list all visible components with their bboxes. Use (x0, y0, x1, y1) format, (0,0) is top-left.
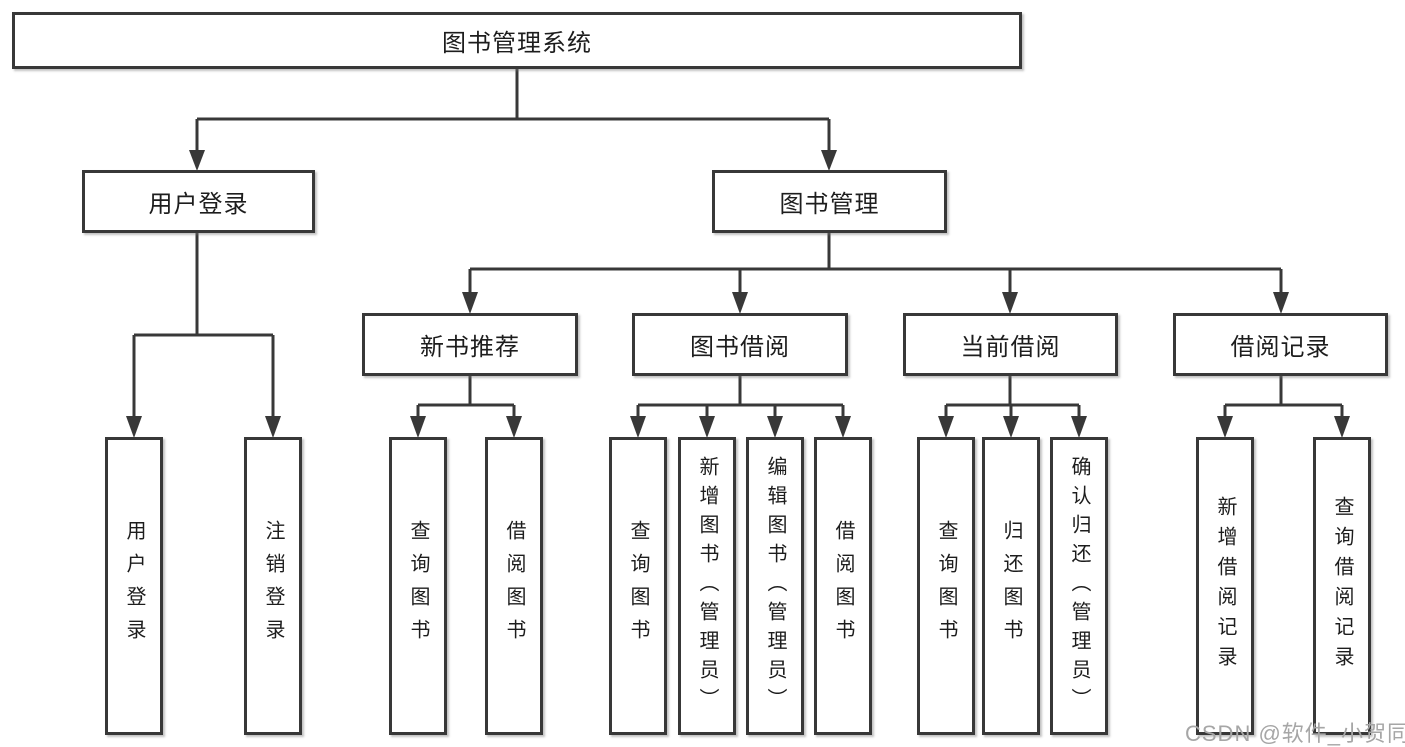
node-book-management: 图书管理 (712, 170, 947, 233)
arrowhead (699, 416, 715, 438)
leaf-edit-book-admin: 编辑图书（管理员） (746, 437, 804, 735)
leaf-query-books-recommend: 查询图书 (389, 437, 447, 735)
arrowhead (506, 416, 522, 438)
leaf-borrow-books-borrowing: 借阅图书 (814, 437, 872, 735)
node-new-book-recommendation: 新书推荐 (362, 313, 578, 376)
leaf-query-books-borrowing-label: 查询图书 (627, 520, 649, 652)
node-current-borrowing-label: 当前借阅 (960, 334, 1061, 361)
arrowhead (126, 416, 142, 438)
node-book-borrowing: 图书借阅 (632, 313, 848, 376)
leaf-logout: 注销登录 (244, 437, 302, 735)
arrowhead (732, 292, 748, 314)
arrowhead (1273, 292, 1289, 314)
branch-book-management (462, 233, 1289, 314)
leaf-query-books-current: 查询图书 (917, 437, 975, 735)
node-user-login-label: 用户登录 (148, 191, 249, 218)
leaf-add-borrow-record-label: 新增借阅记录 (1214, 496, 1236, 676)
leaf-user-login-label: 用户登录 (123, 520, 145, 652)
arrowhead (1003, 416, 1019, 438)
node-user-login: 用户登录 (82, 170, 315, 233)
branch-root-to-level2 (189, 69, 837, 171)
arrowhead (835, 416, 851, 438)
branch-book-borrowing (630, 376, 851, 438)
leaf-borrow-books-recommend-label: 借阅图书 (503, 520, 525, 652)
leaf-query-books-current-label: 查询图书 (935, 520, 957, 652)
node-root: 图书管理系统 (12, 12, 1022, 69)
leaf-query-borrow-record-label: 查询借阅记录 (1331, 496, 1353, 676)
leaf-return-books: 归还图书 (982, 437, 1040, 735)
arrowhead (265, 416, 281, 438)
leaf-query-books-recommend-label: 查询图书 (407, 520, 429, 652)
arrowhead (938, 416, 954, 438)
leaf-borrow-books-borrowing-label: 借阅图书 (832, 520, 854, 652)
leaf-confirm-return-admin-label: 确认归还（管理员） (1068, 455, 1090, 717)
node-book-management-label: 图书管理 (779, 191, 880, 218)
leaf-edit-book-admin-label: 编辑图书（管理员） (764, 455, 786, 717)
node-current-borrowing: 当前借阅 (903, 313, 1118, 376)
leaf-add-borrow-record: 新增借阅记录 (1196, 437, 1254, 735)
branch-current-borrowing (938, 376, 1087, 438)
leaf-return-books-label: 归还图书 (1000, 520, 1022, 652)
node-new-book-recommendation-label: 新书推荐 (420, 334, 520, 361)
node-root-label: 图书管理系统 (442, 30, 592, 57)
leaf-add-book-admin-label: 新增图书（管理员） (696, 455, 718, 717)
branch-new-book-recommendation (410, 376, 522, 438)
arrowhead (410, 416, 426, 438)
branch-user-login (126, 233, 281, 438)
arrowhead (1002, 292, 1018, 314)
branch-borrowing-records (1217, 376, 1350, 438)
arrowhead (821, 150, 837, 171)
node-book-borrowing-label: 图书借阅 (690, 334, 790, 361)
arrowhead (1071, 416, 1087, 438)
node-borrowing-records: 借阅记录 (1173, 313, 1388, 376)
leaf-confirm-return-admin: 确认归还（管理员） (1050, 437, 1108, 735)
arrowhead (189, 150, 205, 171)
node-borrowing-records-label: 借阅记录 (1230, 334, 1331, 361)
watermark-text: CSDN @软件_小贺同学 (1185, 721, 1405, 746)
leaf-query-borrow-record: 查询借阅记录 (1313, 437, 1371, 735)
leaf-query-books-borrowing: 查询图书 (609, 437, 667, 735)
leaf-add-book-admin: 新增图书（管理员） (678, 437, 736, 735)
arrowhead (767, 416, 783, 438)
arrowhead (630, 416, 646, 438)
leaf-borrow-books-recommend: 借阅图书 (485, 437, 543, 735)
arrowhead (1217, 416, 1233, 438)
arrowhead (1334, 416, 1350, 438)
arrowhead (462, 292, 478, 314)
leaf-user-login: 用户登录 (105, 437, 163, 735)
leaf-logout-label: 注销登录 (262, 520, 284, 652)
